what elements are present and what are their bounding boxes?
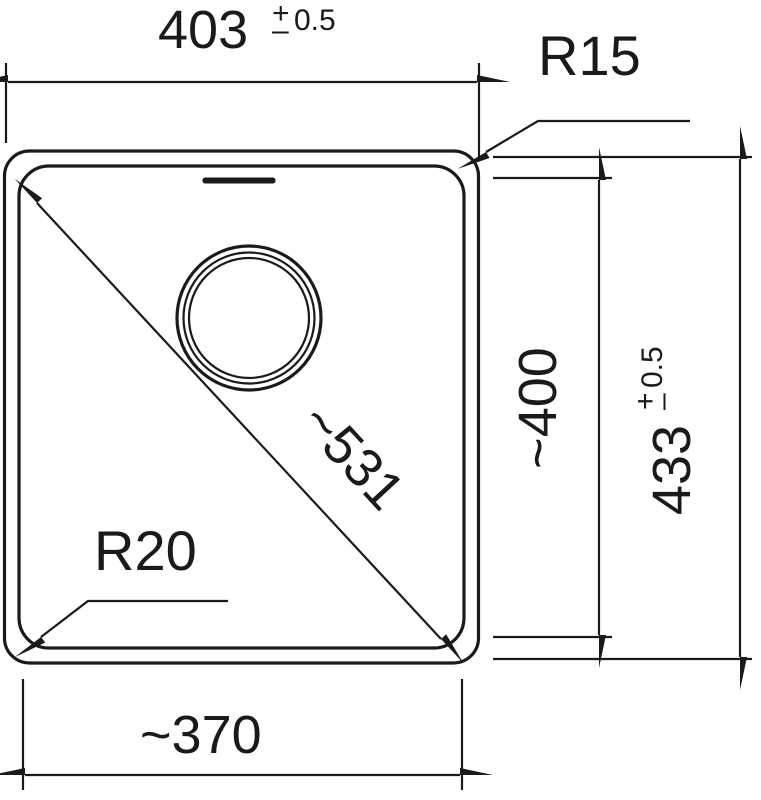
outer-height-tolerance-minus: –	[646, 393, 679, 410]
bottom-width-value: ~370	[140, 705, 262, 765]
radius-inner-label: R20	[94, 519, 197, 582]
diagonal-value: ~531	[289, 391, 416, 521]
dim-line-diagonal	[14, 178, 464, 664]
outer-height-tolerance-value: 0.5	[636, 346, 669, 388]
dimension-outer-height: 433 + – 0.5	[493, 126, 752, 690]
label-top-width: 403 + – 0.5	[158, 0, 336, 60]
overflow-slot	[202, 177, 276, 184]
dimension-inner-height: ~400	[493, 147, 612, 668]
sink-outer-rim	[2, 149, 481, 665]
top-width-tolerance-value: 0.5	[294, 4, 336, 37]
top-width-value: 403	[158, 0, 248, 60]
dimension-bottom-width: ~370	[0, 679, 493, 790]
leader-line-r15	[457, 119, 690, 169]
inner-height-value: ~400	[508, 347, 568, 469]
top-width-tolerance-minus: –	[272, 14, 289, 47]
outer-height-value: 433	[642, 425, 702, 515]
sink-inner-bowl	[17, 164, 466, 650]
leader-r20: R20	[14, 519, 228, 658]
radius-outer-label: R15	[538, 24, 641, 87]
dimension-top-width	[0, 63, 510, 158]
top-width-tolerance-plus: +	[272, 0, 290, 30]
outer-height-tolerance-plus: +	[629, 392, 662, 410]
drain-ring	[175, 244, 323, 392]
leader-line-r20	[14, 599, 228, 658]
sink-body	[2, 149, 481, 665]
leader-r15: R15	[457, 24, 690, 169]
